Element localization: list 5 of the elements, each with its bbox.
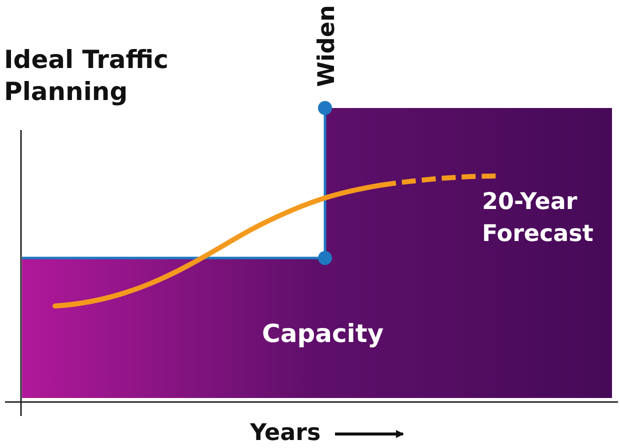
- axis-label: Years: [250, 419, 322, 448]
- area-label: Capacity: [262, 318, 385, 350]
- forecast-label: 20-Year Forecast: [482, 188, 594, 249]
- chart-title: Ideal Traffic Planning: [4, 44, 170, 108]
- vertical-label: Widen: [313, 4, 341, 89]
